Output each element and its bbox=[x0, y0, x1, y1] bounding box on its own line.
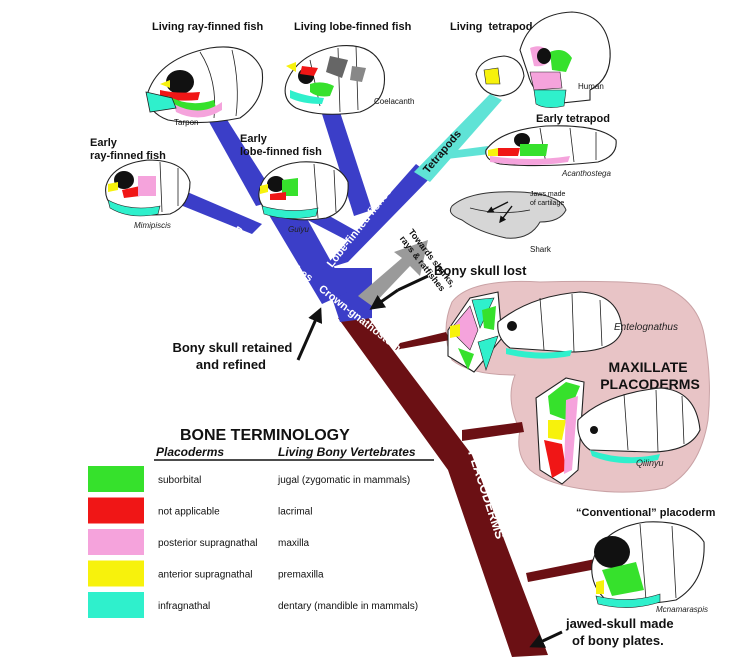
skull-shark bbox=[449, 191, 567, 239]
species-entelognathus: Entelognathus bbox=[614, 322, 678, 333]
species-coelacanth: Coelacanth bbox=[374, 97, 414, 106]
heading-living-ray: Living ray-finned fish bbox=[152, 21, 264, 33]
arrow-jawed-skull bbox=[529, 630, 563, 648]
jawed-line-2: of bony plates. bbox=[572, 633, 664, 648]
species-mimipiscis: Mimipiscis bbox=[134, 221, 171, 230]
arrow-bony-lost bbox=[369, 288, 399, 310]
legend-placoderm-term: anterior supragnathal bbox=[158, 570, 253, 581]
legend-rows: suborbital jugal (zygomatic in mammals) no… bbox=[88, 466, 418, 618]
skull-mcnamaraspis bbox=[591, 521, 705, 608]
heading-early-ray: Early ray-finned fish bbox=[90, 137, 166, 162]
legend-col-living: Living Bony Vertebrates bbox=[278, 445, 416, 459]
skull-tarpon bbox=[145, 46, 264, 124]
legend-swatch bbox=[88, 529, 144, 555]
heading-early-tetrapod: Early tetrapod bbox=[536, 113, 610, 125]
legend-swatch bbox=[88, 466, 144, 492]
branch-early-tetrapod bbox=[438, 146, 490, 160]
bony-skull-lost: Bony skull lost bbox=[434, 263, 527, 278]
branch-ray-finned-living bbox=[208, 118, 278, 206]
maxillate-line-2: PLACODERMS bbox=[600, 376, 700, 392]
arrow-bony-lost-tail bbox=[397, 274, 429, 292]
maxillate-label: MAXILLATE PLACODERMS bbox=[600, 359, 700, 392]
skull-acanthostega bbox=[485, 125, 617, 167]
legend-placoderm-term: infragnathal bbox=[158, 601, 210, 612]
legend-placoderm-term: posterior supragnathal bbox=[158, 538, 258, 549]
early-ray-line-1: Early bbox=[90, 137, 118, 149]
legend-placoderm-term: suborbital bbox=[158, 475, 201, 486]
species-mcnamaraspis: Mcnamaraspis bbox=[656, 605, 708, 614]
legend-swatch bbox=[88, 497, 144, 524]
skull-mimipiscis bbox=[105, 159, 191, 217]
shark-arrow bbox=[358, 240, 428, 306]
heading-living-lobe: Living lobe-finned fish bbox=[294, 21, 412, 33]
legend-living-term: premaxilla bbox=[278, 570, 324, 581]
branch-entelognathus bbox=[395, 332, 450, 350]
placoderm-trunk bbox=[338, 312, 548, 657]
branch-lobe-living bbox=[322, 106, 372, 216]
branch-ray-finned-early bbox=[168, 188, 262, 234]
shark-note-line-1: Jaws made bbox=[530, 191, 566, 198]
legend-living-term: lacrimal bbox=[278, 507, 312, 518]
branch-lobe-finned bbox=[322, 164, 432, 270]
legend-living-term: maxilla bbox=[278, 538, 310, 549]
branch-mcnamaraspis bbox=[526, 558, 602, 582]
heading-living-tetrapod: Living tetrapod bbox=[450, 21, 533, 33]
legend-living-term: dentary (mandible in mammals) bbox=[278, 601, 418, 612]
skull-coelacanth bbox=[284, 44, 386, 115]
species-tarpon: Tarpon bbox=[174, 118, 198, 127]
heading-early-lobe: Early lobe-finned fish bbox=[240, 133, 322, 158]
legend-placoderm-term: not applicable bbox=[158, 507, 220, 518]
branch-tetrapods bbox=[414, 94, 502, 182]
jawed-skull-note: jawed-skull made of bony plates. bbox=[565, 616, 677, 648]
bony-skull-retained: Bony skull retained and refined bbox=[172, 340, 296, 372]
early-lobe-line-2: lobe-finned fish bbox=[240, 146, 322, 158]
species-shark: Shark bbox=[530, 245, 552, 254]
legend-col-placoderms: Placoderms bbox=[156, 445, 224, 459]
placoderm-branches bbox=[338, 312, 602, 657]
shark-note-line-2: of cartilage bbox=[530, 200, 564, 207]
retained-line-1: Bony skull retained bbox=[172, 340, 292, 355]
legend: BONE TERMINOLOGY Placoderms Living Bony … bbox=[88, 427, 434, 618]
branch-qilinyu bbox=[462, 422, 524, 441]
skull-human bbox=[475, 11, 611, 108]
species-human: Human bbox=[578, 82, 604, 91]
arrow-bony-retained bbox=[296, 307, 323, 361]
species-acanthostega: Acanthostega bbox=[561, 169, 611, 178]
shark-note: Jaws made of cartilage bbox=[530, 191, 567, 207]
species-qilinyu: Qilinyu bbox=[636, 458, 664, 468]
early-lobe-line-1: Early bbox=[240, 133, 268, 145]
heading-conventional: “Conventional” placoderm bbox=[576, 507, 716, 519]
skull-guiyu bbox=[258, 161, 349, 221]
legend-title: BONE TERMINOLOGY bbox=[180, 427, 350, 444]
skull-qilinyu bbox=[535, 377, 701, 485]
legend-swatch bbox=[88, 560, 144, 587]
legend-living-term: jugal (zygomatic in mammals) bbox=[277, 475, 410, 486]
species-guiyu: Guiyu bbox=[288, 225, 309, 234]
jawed-line-1: jawed-skull made bbox=[565, 616, 674, 631]
maxillate-line-1: MAXILLATE bbox=[609, 359, 688, 375]
early-ray-line-2: ray-finned fish bbox=[90, 150, 166, 162]
skull-entelognathus bbox=[447, 291, 623, 373]
retained-line-2: and refined bbox=[196, 357, 266, 372]
legend-swatch bbox=[88, 592, 144, 618]
